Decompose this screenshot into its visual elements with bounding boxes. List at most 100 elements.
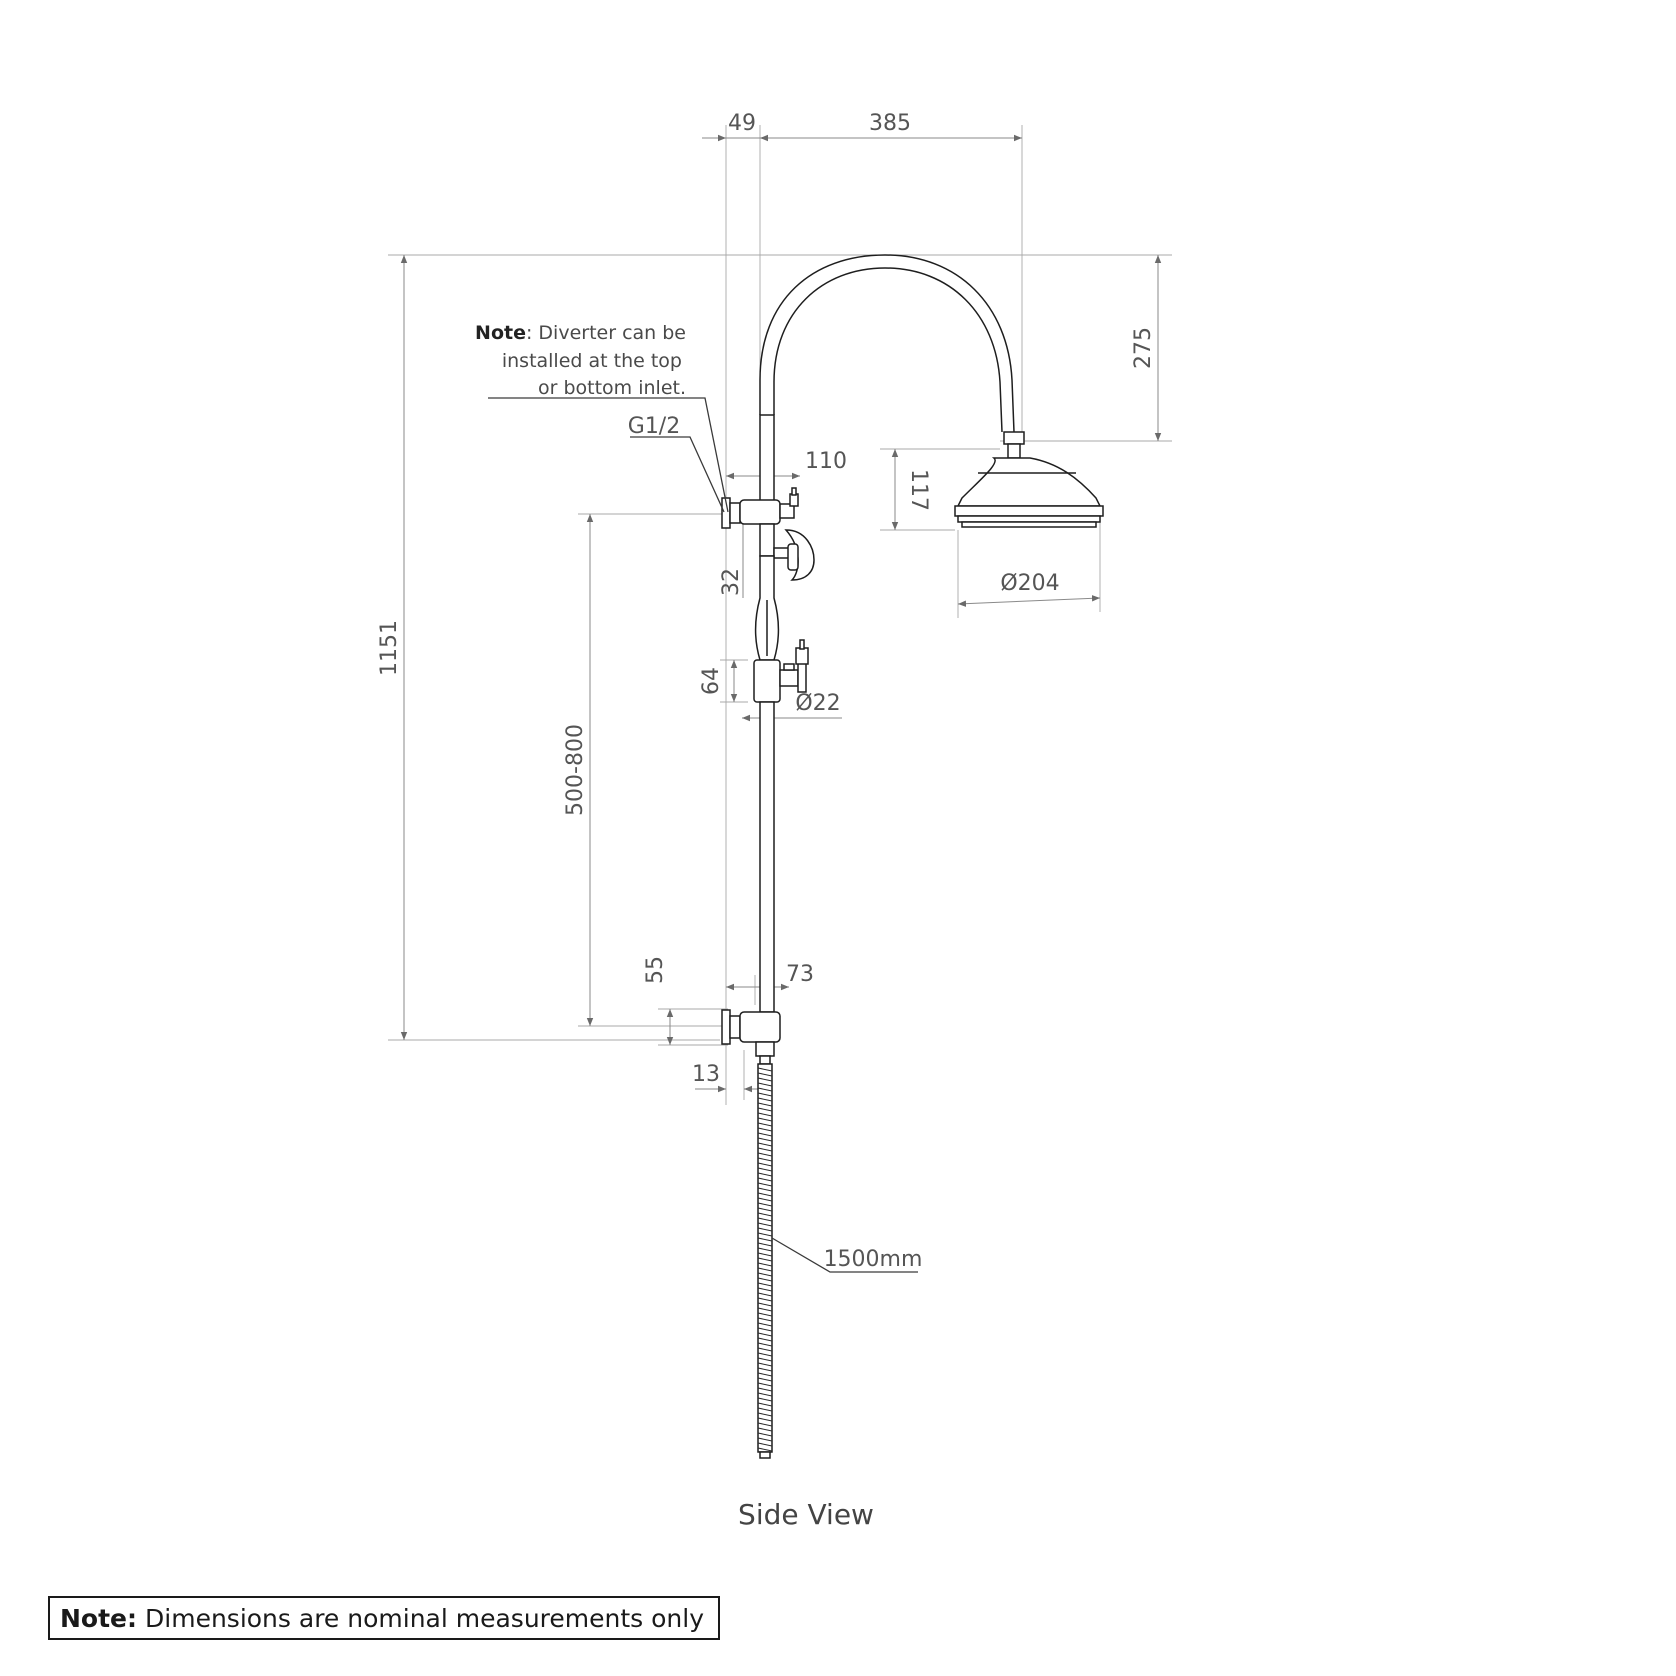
dim-total-height: 1151 bbox=[377, 620, 402, 676]
hose-ridge bbox=[757, 1117, 773, 1122]
hose-ridge bbox=[757, 1297, 773, 1302]
hose-ridge bbox=[757, 1077, 773, 1082]
hose-ridge bbox=[757, 1292, 773, 1297]
hose-ridge bbox=[757, 1252, 773, 1257]
hose-ridge bbox=[757, 1382, 773, 1387]
hose-ridge bbox=[757, 1217, 773, 1222]
hose-ridge bbox=[757, 1237, 773, 1242]
lower-riser-pipe bbox=[759, 701, 775, 1013]
hose-ridge bbox=[757, 1097, 773, 1102]
dimension-labels: 49 385 275 1151 117 Ø204 110 32 64 Ø22 5… bbox=[377, 111, 1156, 1272]
top-wall-bracket bbox=[721, 487, 799, 529]
hose-ridge bbox=[757, 1267, 773, 1272]
hose-ridge bbox=[757, 1072, 773, 1077]
shower-rose bbox=[954, 457, 1104, 528]
hose-ridge bbox=[757, 1112, 773, 1117]
hose-ridge bbox=[757, 1367, 773, 1372]
hose-ridge bbox=[757, 1177, 773, 1182]
hose-ridge bbox=[757, 1407, 773, 1412]
hose-ridge bbox=[757, 1152, 773, 1157]
hose-ridge bbox=[757, 1302, 773, 1307]
hose-ridge bbox=[757, 1127, 773, 1132]
hose-ridge bbox=[757, 1102, 773, 1107]
hose-ridge bbox=[757, 1262, 773, 1267]
gooseneck-arm bbox=[759, 254, 1015, 433]
hose-ridge bbox=[757, 1232, 773, 1237]
hose-ridge bbox=[757, 1417, 773, 1422]
hose-ridge bbox=[757, 1372, 773, 1377]
diverter bbox=[753, 639, 809, 703]
hose-ridge bbox=[757, 1167, 773, 1172]
hose-ridge bbox=[757, 1187, 773, 1192]
upper-riser-pipe bbox=[759, 414, 775, 506]
hose-ridge bbox=[757, 1287, 773, 1292]
dim-adjustable-centres: 500-800 bbox=[563, 724, 588, 816]
hose-ridge bbox=[757, 1352, 773, 1357]
dim-rose-diameter: Ø204 bbox=[1000, 571, 1059, 596]
hose-ridge bbox=[757, 1322, 773, 1327]
hose-ridge bbox=[757, 1392, 773, 1397]
hose-ridge bbox=[757, 1172, 773, 1177]
hose-ridge bbox=[757, 1447, 773, 1452]
dim-riser-offset: 49 bbox=[728, 111, 756, 136]
hose-ridge bbox=[757, 1282, 773, 1287]
note-label: Note bbox=[475, 322, 526, 344]
hose-ridge bbox=[757, 1272, 773, 1277]
hose-ridge bbox=[757, 1147, 773, 1152]
hose-ridge bbox=[757, 1192, 773, 1197]
dim-bottom-offset: 13 bbox=[692, 1062, 720, 1087]
hose-ridge bbox=[757, 1082, 773, 1087]
hose-ridge bbox=[757, 1132, 773, 1137]
dim-diverter-height: 64 bbox=[699, 667, 724, 695]
extension-lines bbox=[388, 125, 1172, 1105]
dim-rose-height: 117 bbox=[906, 469, 931, 511]
hose-ridge bbox=[757, 1357, 773, 1362]
hose-ridge bbox=[757, 1362, 773, 1367]
hose-ridge bbox=[757, 1107, 773, 1112]
bottom-wall-bracket bbox=[721, 1009, 781, 1065]
hose-ridge bbox=[757, 1432, 773, 1437]
hose-ridge bbox=[757, 1347, 773, 1352]
hose-ridge bbox=[757, 1087, 773, 1092]
hose-ridge bbox=[757, 1277, 773, 1282]
hose-ridge bbox=[757, 1387, 773, 1392]
hose-ridge bbox=[757, 1412, 773, 1417]
hose-ridge bbox=[757, 1422, 773, 1427]
hose-ridge bbox=[757, 1182, 773, 1187]
footer-note-label: Note: bbox=[60, 1603, 138, 1633]
dim-diverter-pipe-diameter: Ø22 bbox=[795, 691, 840, 716]
note-line-2: installed at the top bbox=[502, 350, 682, 372]
shower-assembly bbox=[721, 254, 1104, 1459]
hose-ridge bbox=[757, 1137, 773, 1142]
view-title: Side View bbox=[738, 1498, 874, 1531]
dim-arm-reach: 385 bbox=[869, 111, 911, 136]
hose-ridge bbox=[757, 1092, 773, 1097]
hose-ridge bbox=[757, 1342, 773, 1347]
hose-ridge bbox=[757, 1222, 773, 1227]
hose-ridge bbox=[757, 1312, 773, 1317]
dim-arm-height: 275 bbox=[1131, 327, 1156, 369]
hose-ridge bbox=[757, 1142, 773, 1147]
dimension-lines bbox=[400, 134, 1162, 1093]
hose-ridge bbox=[757, 1212, 773, 1217]
hose-ridge bbox=[757, 1067, 773, 1072]
hose-ridge bbox=[757, 1442, 773, 1447]
hose-ridge bbox=[757, 1337, 773, 1342]
hose-ridge bbox=[757, 1437, 773, 1442]
hose-ridge bbox=[757, 1197, 773, 1202]
hose-ridge bbox=[757, 1157, 773, 1162]
footer-note: Note: Dimensions are nominal measurement… bbox=[48, 1596, 720, 1640]
hose-ridge bbox=[757, 1307, 773, 1312]
hose-ridge bbox=[757, 1317, 773, 1322]
hose-ridge bbox=[757, 1327, 773, 1332]
dim-top-inlet-projection: 110 bbox=[805, 449, 847, 474]
hose-ridge bbox=[757, 1227, 773, 1232]
hose-ridge bbox=[757, 1427, 773, 1432]
hose-ridge bbox=[757, 1247, 773, 1252]
hose-ridge bbox=[757, 1257, 773, 1262]
hose-ridge bbox=[757, 1397, 773, 1402]
dim-hose-length: 1500mm bbox=[824, 1247, 923, 1272]
hose-ridge bbox=[757, 1122, 773, 1127]
hose-ridge bbox=[757, 1377, 773, 1382]
